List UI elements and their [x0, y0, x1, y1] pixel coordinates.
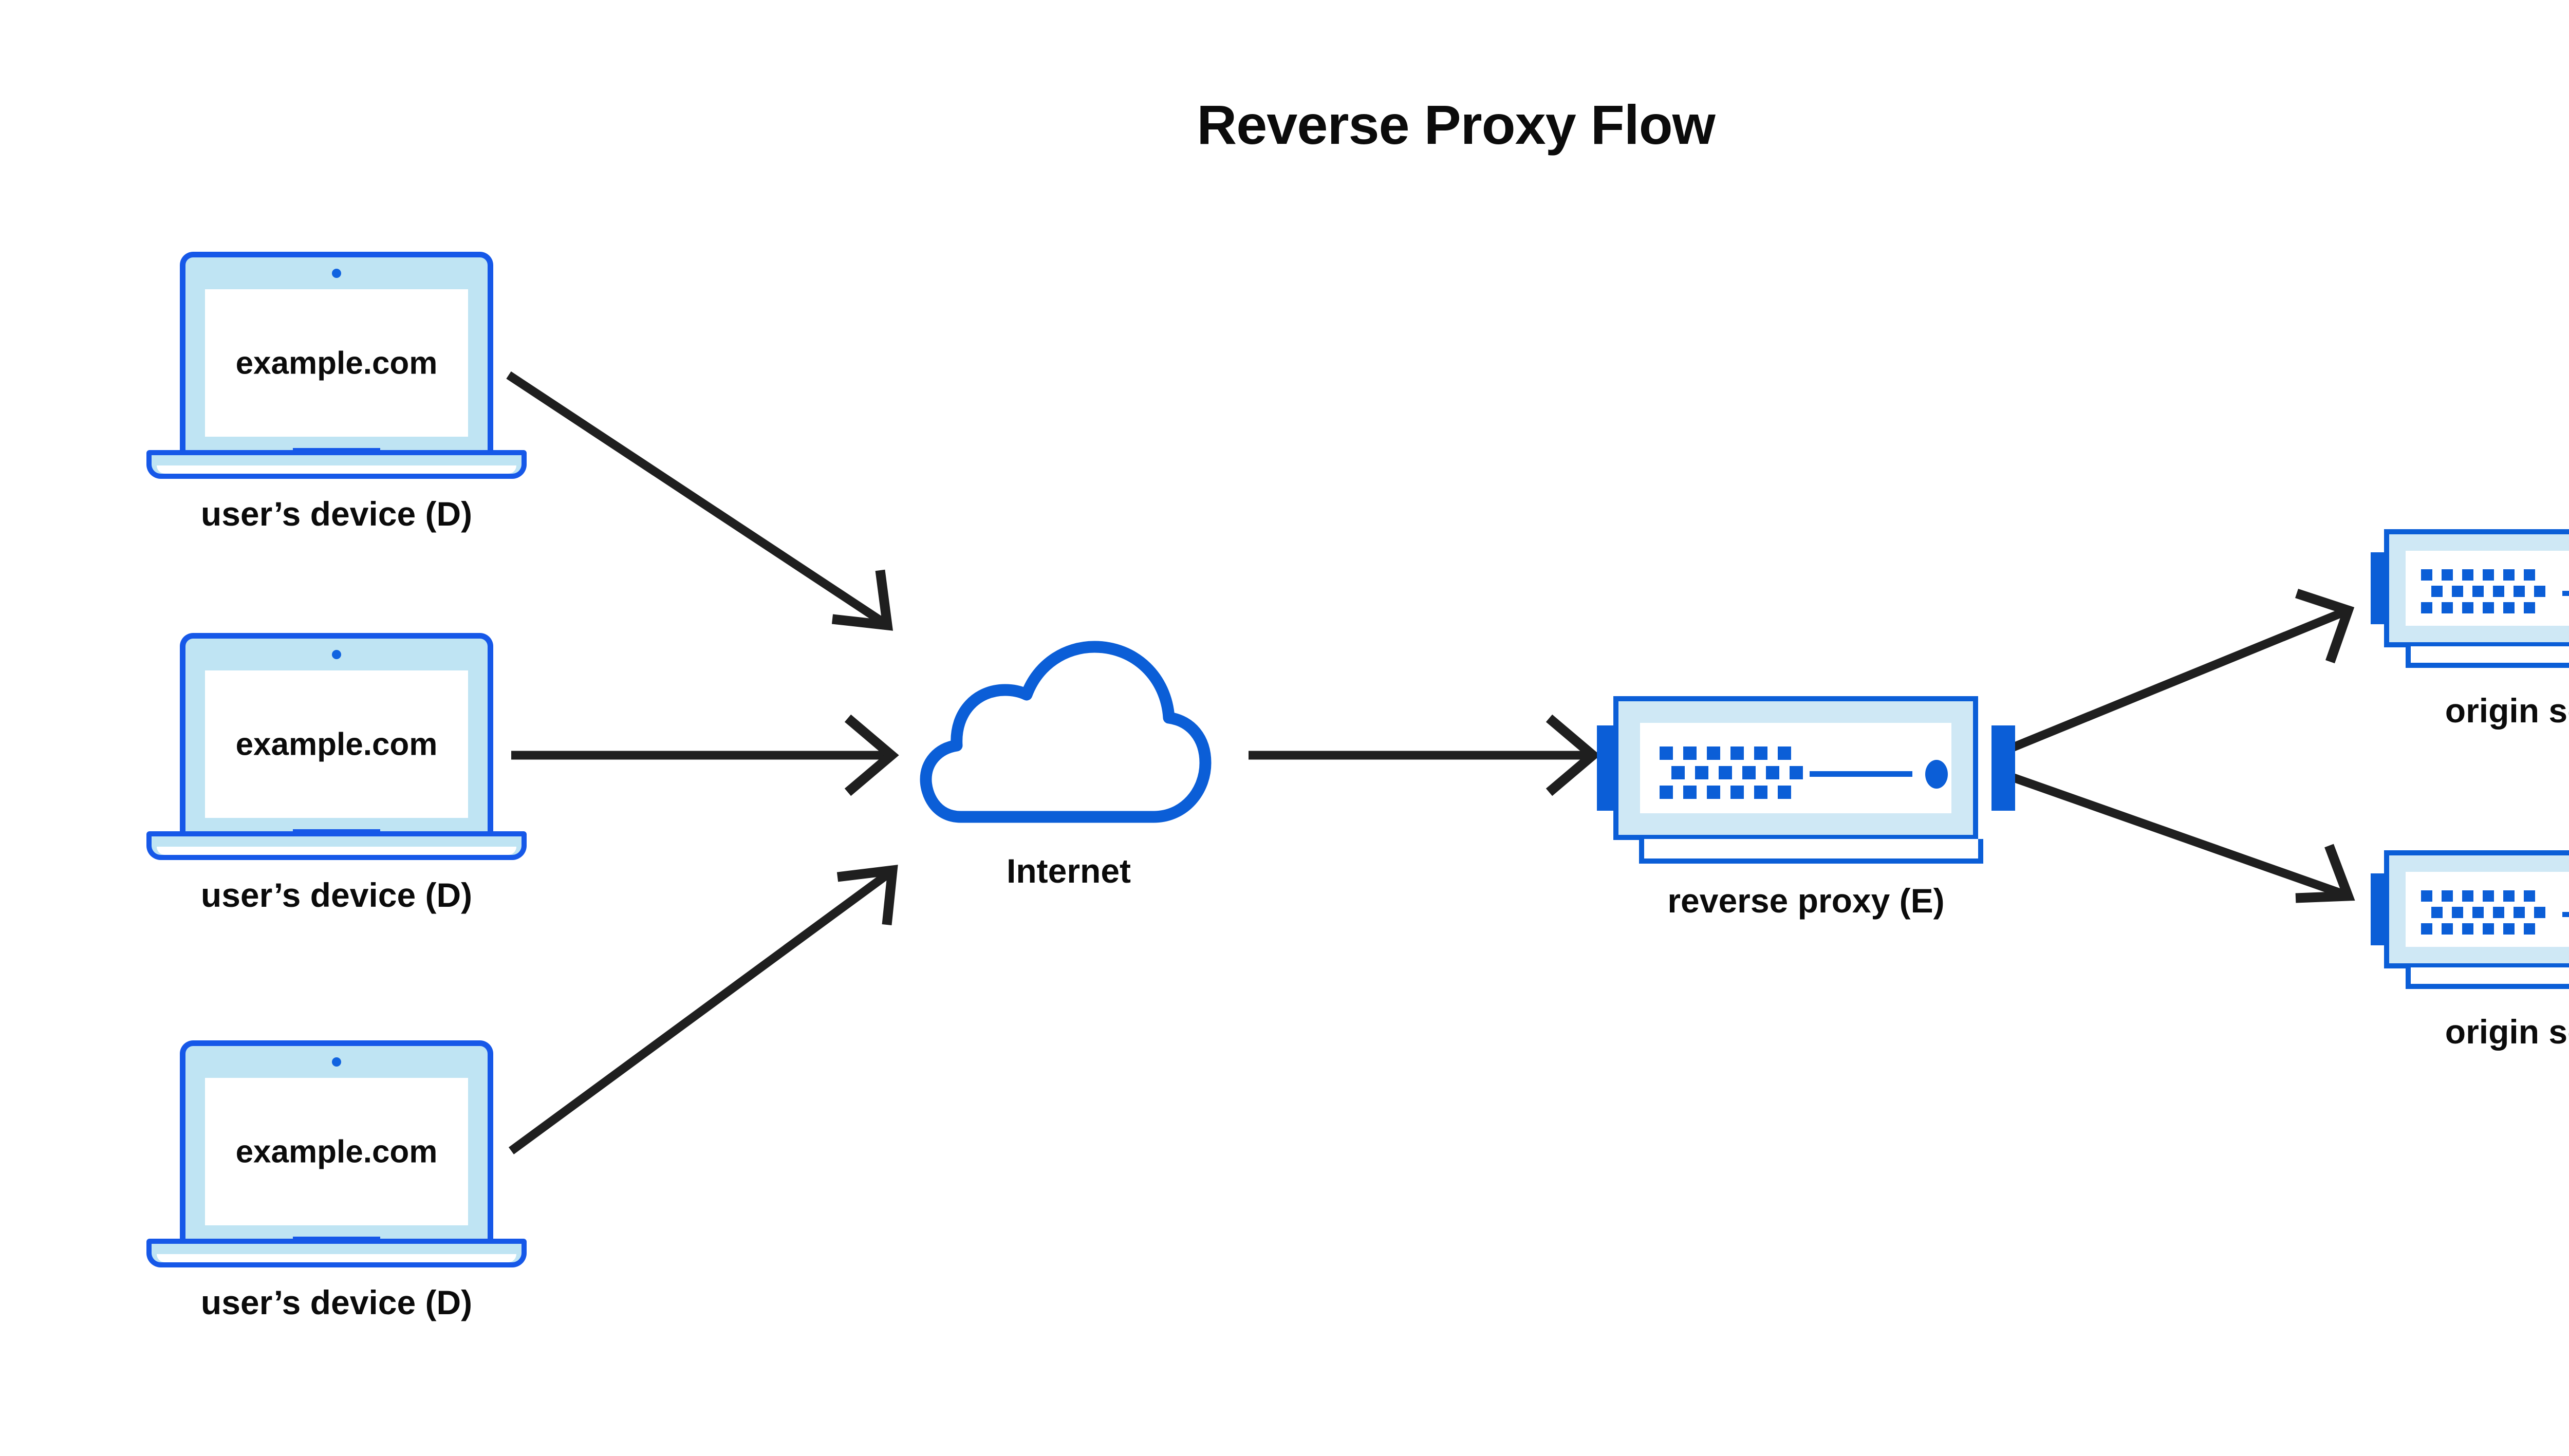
server-face-panel	[2406, 551, 2569, 626]
arrowhead-proxy-to-origin1	[2295, 588, 2355, 664]
laptop-lid: example.com	[180, 1040, 493, 1242]
server-status-bar	[2562, 591, 2569, 596]
server-shelf	[1639, 839, 1983, 864]
browser-url-text: example.com	[235, 726, 438, 762]
laptop-base-highlight	[157, 465, 516, 474]
node-user-device-3[interactable]: example.com user’s device (D)	[146, 1040, 527, 1328]
server-shelf	[2406, 967, 2569, 989]
node-internet[interactable]: Internet	[920, 640, 1218, 897]
arrowhead-proxy-to-origin2	[2295, 844, 2355, 903]
label-user-device-1: user’s device (D)	[200, 495, 473, 533]
laptop-illustration: example.com	[146, 1040, 527, 1277]
camera-dot-icon	[332, 650, 341, 659]
server-vent-grid	[1660, 746, 1803, 799]
server-chassis	[2384, 529, 2569, 647]
laptop-lid: example.com	[180, 252, 493, 453]
server-vent-row	[2431, 907, 2545, 918]
arrow-device1-to-internet	[506, 371, 886, 627]
laptop-illustration: example.com	[146, 252, 527, 488]
laptop-base	[146, 450, 527, 479]
server-vent-row	[2431, 586, 2545, 597]
server-vent-row	[2421, 569, 2545, 581]
camera-dot-icon	[332, 1057, 341, 1067]
arrow-proxy-to-origin1	[1991, 608, 2345, 759]
server-vent-row	[2421, 890, 2545, 902]
node-user-device-1[interactable]: example.com user’s device (D)	[146, 252, 527, 539]
label-user-device-3: user’s device (D)	[200, 1283, 473, 1321]
server-vent-row	[1671, 766, 1803, 779]
laptop-base	[146, 1239, 527, 1267]
laptop-screen: example.com	[205, 1078, 468, 1225]
arrowhead-device1-to-internet	[831, 569, 893, 631]
label-origin-server-1: origin server (F)	[2445, 692, 2569, 730]
page-title: Reverse Proxy Flow	[1197, 94, 1715, 156]
label-origin-server-2: origin server (F)	[2445, 1013, 2569, 1051]
server-vent-row	[1660, 786, 1803, 799]
arrow-device3-to-internet	[508, 870, 892, 1154]
server-tab-right	[1991, 725, 2015, 811]
browser-url-text: example.com	[235, 1134, 438, 1169]
laptop-screen: example.com	[205, 289, 468, 437]
arrowhead-device3-to-internet	[836, 865, 898, 925]
server-vent-row	[1660, 746, 1803, 760]
arrow-proxy-to-origin2	[1992, 766, 2344, 899]
arrowhead-device2-to-internet	[844, 714, 899, 796]
server-shelf	[2406, 646, 2569, 668]
laptop-base-highlight	[157, 1254, 516, 1262]
laptop-lid: example.com	[180, 633, 493, 834]
server-vent-grid	[2421, 890, 2545, 935]
server-vent-row	[2421, 923, 2545, 935]
server-face-panel	[1640, 723, 1951, 813]
laptop-base	[146, 831, 527, 860]
server-vent-row	[2421, 602, 2545, 613]
label-internet: Internet	[1006, 852, 1131, 890]
node-reverse-proxy[interactable]: reverse proxy (E)	[1597, 696, 2015, 920]
laptop-base-highlight	[157, 847, 516, 855]
server-illustration	[2371, 850, 2569, 989]
server-illustration	[1597, 696, 2015, 864]
node-user-device-2[interactable]: example.com user’s device (D)	[146, 633, 527, 921]
browser-url-text: example.com	[235, 345, 438, 381]
laptop-screen: example.com	[205, 670, 468, 818]
laptop-illustration: example.com	[146, 633, 527, 869]
server-status-bar	[1810, 771, 1912, 777]
server-chassis	[2384, 850, 2569, 968]
node-origin-server-2[interactable]: origin server (F)	[2371, 850, 2569, 1056]
server-led-icon	[1925, 760, 1948, 789]
server-vent-grid	[2421, 569, 2545, 613]
server-status-bar	[2562, 912, 2569, 917]
cloud-icon	[920, 641, 1212, 823]
label-reverse-proxy: reverse proxy (E)	[1667, 882, 1945, 920]
camera-dot-icon	[332, 269, 341, 278]
server-illustration	[2371, 529, 2569, 668]
node-origin-server-1[interactable]: origin server (F)	[2371, 529, 2569, 735]
server-chassis	[1613, 696, 1978, 840]
cloud-illustration	[920, 640, 1213, 845]
server-face-panel	[2406, 872, 2569, 947]
label-user-device-2: user’s device (D)	[200, 876, 473, 914]
arrowhead-internet-to-proxy	[1546, 714, 1600, 796]
